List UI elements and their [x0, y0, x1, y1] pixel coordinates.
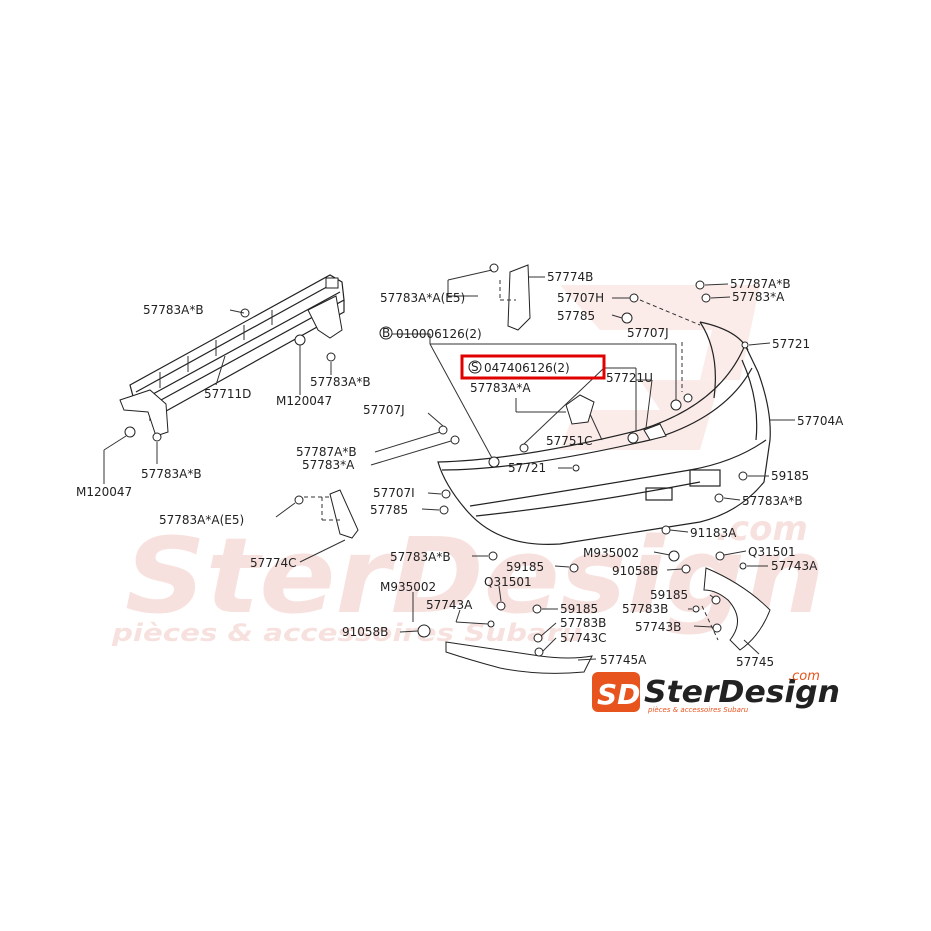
callout-M120047-left: M120047 — [76, 485, 132, 499]
callout-57707H: 57707H — [557, 291, 604, 305]
circled-s-letter: S — [471, 360, 479, 374]
rear-bumper-face — [437, 321, 771, 545]
callout-57721U: 57721U — [606, 371, 653, 385]
logo-com: .com — [788, 669, 820, 684]
callout-M935002-right: M935002 — [583, 546, 639, 560]
logo-tagline: pièces & accessoires Subaru — [647, 706, 749, 714]
callout-57783A-B-beam-right: 57783A*B — [310, 375, 371, 389]
callout-59185-right-pad: 59185 — [650, 588, 688, 602]
leader-lines — [103, 269, 795, 661]
callout-57783A-A-E5-left: 57783A*A(E5) — [159, 513, 244, 527]
circled-s-marker — [468, 360, 482, 374]
sterdesign-logo: SD SterDesign .com pièces & accessoires … — [592, 669, 840, 714]
callout-Q31501-right: Q31501 — [748, 545, 796, 559]
callout-57774C: 57774C — [250, 556, 297, 570]
callout-labels: 57783A*B 57711D M120047 57783A*B 57783A*… — [76, 270, 844, 669]
callout-57745: 57745 — [736, 655, 774, 669]
callout-57783-A-right: 57783*A — [732, 290, 785, 304]
callout-57785-mid: 57785 — [370, 503, 408, 517]
callout-57743A-left: 57743A — [426, 598, 473, 612]
callout-57783B-left: 57783B — [560, 616, 606, 630]
callout-57783A-B-beam-bottom: 57783A*B — [141, 467, 202, 481]
callout-59185-lower: 59185 — [506, 560, 544, 574]
callout-59185-left-pad: 59185 — [560, 602, 598, 616]
callout-57787A-B-left: 57787A*B — [296, 445, 357, 459]
callout-57707J-right: 57707J — [627, 326, 669, 340]
highlight-part-number: 047406126(2) — [484, 361, 570, 375]
callout-57743C: 57743C — [560, 631, 607, 645]
callout-57785-top: 57785 — [557, 309, 595, 323]
callout-57707I: 57707I — [373, 486, 415, 500]
rear-reinforcement-beam — [119, 274, 345, 442]
callout-010006126: 010006126(2) — [396, 327, 482, 341]
watermark-mark — [560, 285, 760, 450]
logo-mark-bg — [592, 672, 640, 712]
watermark-com: .com — [716, 509, 808, 549]
watermark-tagline: pièces & accessoires Subaru — [111, 619, 582, 647]
callout-57704A: 57704A — [797, 414, 844, 428]
callout-57783A-A-mid: 57783A*A — [470, 381, 531, 395]
callout-91058B-right: 91058B — [612, 564, 658, 578]
callout-57721-mid: 57721 — [508, 461, 546, 475]
callout-57743B: 57743B — [635, 620, 681, 634]
callout-M120047-beam: M120047 — [276, 394, 332, 408]
callout-57707J-left: 57707J — [363, 403, 405, 417]
callout-57783A-B-right: 57783A*B — [742, 494, 803, 508]
callout-91058B-left: 91058B — [342, 625, 388, 639]
fasteners — [294, 263, 749, 657]
callout-57783-A-left: 57783*A — [302, 458, 355, 472]
callout-57743A-right: 57743A — [771, 559, 818, 573]
side-brackets — [329, 264, 771, 674]
circled-b-letter: B — [382, 326, 390, 340]
callout-57721-right: 57721 — [772, 337, 810, 351]
callout-57783A-B-beam-top: 57783A*B — [143, 303, 204, 317]
callout-57774B: 57774B — [547, 270, 593, 284]
highlight-box — [460, 354, 606, 380]
callout-57751C: 57751C — [546, 434, 593, 448]
callout-57711D: 57711D — [204, 387, 251, 401]
callout-57783B-right: 57783B — [622, 602, 668, 616]
logo-brand: SterDesign — [644, 675, 840, 710]
callout-57783A-A-E5-top: 57783A*A(E5) — [380, 291, 465, 305]
circled-b-marker — [379, 326, 393, 340]
logo-mark-text: SD — [597, 678, 640, 711]
callout-57745A: 57745A — [600, 653, 647, 667]
highlighted-part: S 047406126(2) — [460, 354, 606, 380]
callout-M935002-left: M935002 — [380, 580, 436, 594]
callout-91183A: 91183A — [690, 526, 737, 540]
callout-57787A-B-right: 57787A*B — [730, 277, 791, 291]
callout-Q31501-left: Q31501 — [484, 575, 532, 589]
callout-59185-right: 59185 — [771, 469, 809, 483]
callout-57783A-B-lower: 57783A*B — [390, 550, 451, 564]
